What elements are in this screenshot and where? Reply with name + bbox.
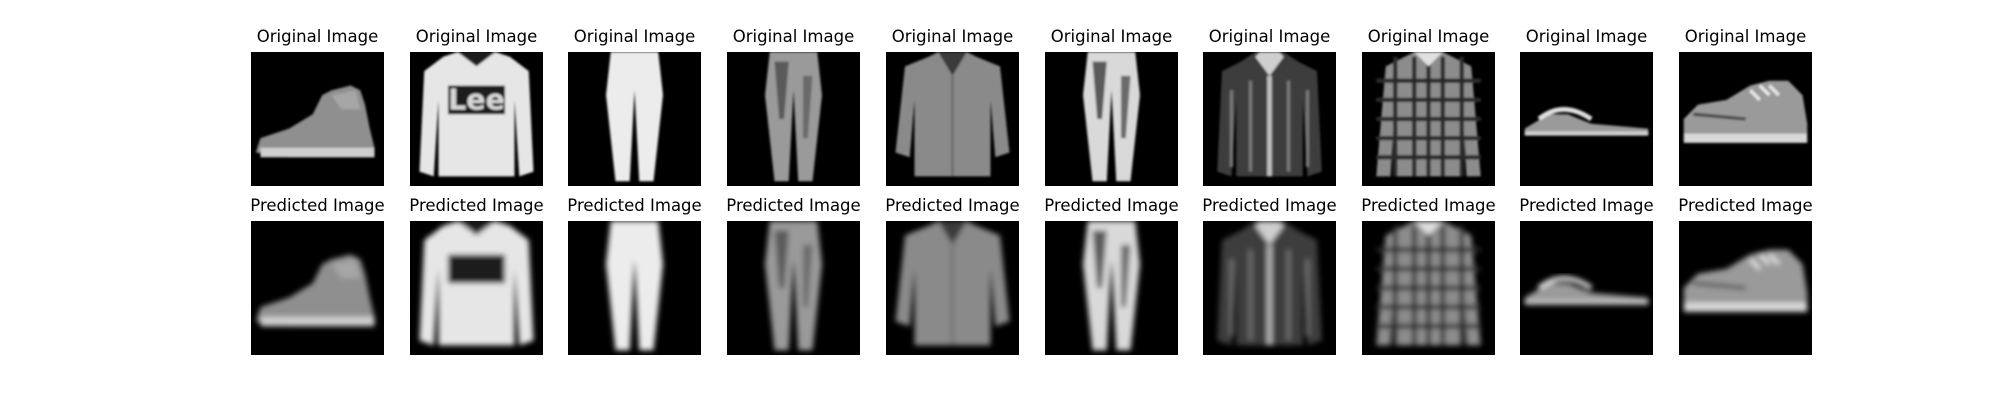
predicted-image-trousers-faint <box>727 221 860 355</box>
predicted-title-8: Predicted Image <box>1361 196 1496 215</box>
original-title-8: Original Image <box>1367 27 1490 46</box>
predicted-title-9: Predicted Image <box>1519 196 1654 215</box>
predicted-image-sweater <box>410 221 543 355</box>
original-image-trousers <box>568 52 701 186</box>
svg-text:Lee: Lee <box>448 82 505 116</box>
predicted-title-4: Predicted Image <box>726 196 861 215</box>
original-image-shirt <box>886 52 1019 186</box>
predicted-image-sandal <box>1520 221 1653 355</box>
original-title-5: Original Image <box>891 27 1014 46</box>
original-title-2: Original Image <box>415 27 538 46</box>
original-title-1: Original Image <box>256 27 379 46</box>
original-image-plaid-shirt <box>1362 52 1495 186</box>
predicted-title-10: Predicted Image <box>1678 196 1813 215</box>
original-title-6: Original Image <box>1050 27 1173 46</box>
predicted-image-jacket <box>1203 221 1336 355</box>
predicted-image-shirt <box>886 221 1019 355</box>
original-title-7: Original Image <box>1208 27 1331 46</box>
predicted-image-trousers <box>568 221 701 355</box>
original-image-trousers-faint <box>727 52 860 186</box>
predicted-title-6: Predicted Image <box>1044 196 1179 215</box>
original-title-9: Original Image <box>1525 27 1648 46</box>
predicted-title-7: Predicted Image <box>1202 196 1337 215</box>
predicted-title-2: Predicted Image <box>409 196 544 215</box>
original-title-3: Original Image <box>573 27 696 46</box>
original-image-sandal <box>1520 52 1653 186</box>
predicted-image-sneaker <box>1679 221 1812 355</box>
original-image-jacket <box>1203 52 1336 186</box>
original-image-trousers-light <box>1045 52 1178 186</box>
predicted-title-1: Predicted Image <box>250 196 385 215</box>
original-title-4: Original Image <box>732 27 855 46</box>
predicted-title-5: Predicted Image <box>885 196 1020 215</box>
predicted-image-plaid-shirt <box>1362 221 1495 355</box>
original-image-ankle-boot <box>251 52 384 186</box>
original-image-sweater: Lee <box>410 52 543 186</box>
predicted-image-trousers-light <box>1045 221 1178 355</box>
predicted-title-3: Predicted Image <box>567 196 702 215</box>
predicted-image-ankle-boot <box>251 221 384 355</box>
original-title-10: Original Image <box>1684 27 1807 46</box>
original-image-sneaker <box>1679 52 1812 186</box>
